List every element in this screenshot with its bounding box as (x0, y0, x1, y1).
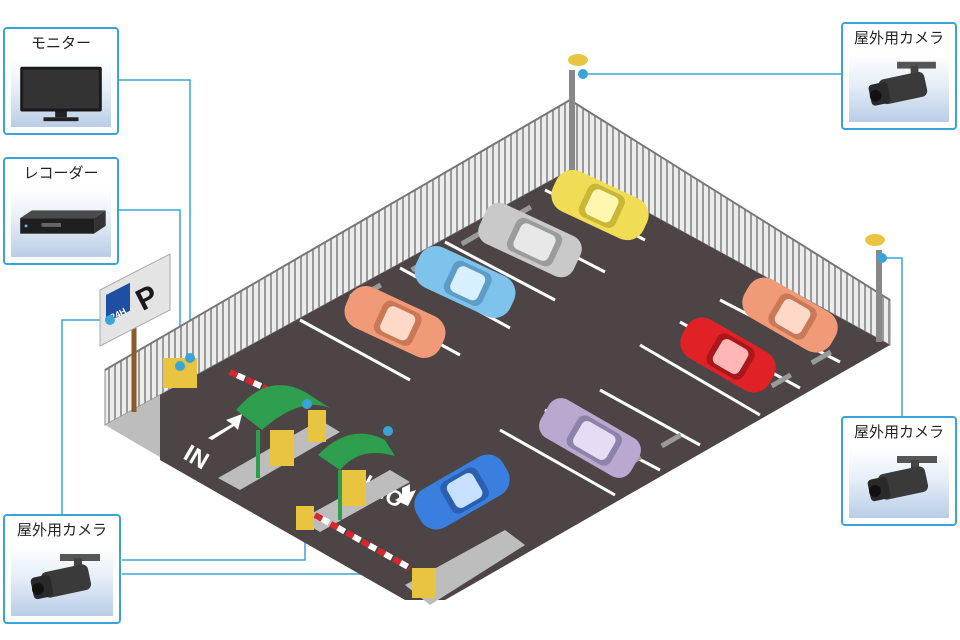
pole-camera-connector-right (882, 257, 903, 416)
car-blue (414, 454, 510, 530)
car-yellow (551, 169, 649, 241)
camera-callout-right: 屋外用カメラ (841, 416, 957, 526)
car-light-blue (414, 246, 516, 318)
car-lavender (539, 398, 641, 478)
light-pole-right (865, 234, 887, 342)
connector-node-exit (383, 426, 393, 436)
arrow-down-icon (395, 484, 416, 506)
connector-node-entry (302, 399, 312, 409)
connector-node-monitor (185, 353, 195, 363)
car-salmon-right (742, 277, 838, 353)
recorder-icon (11, 189, 111, 257)
connector-node-recorder (175, 361, 185, 371)
monitor-callout: モニター (3, 27, 119, 135)
car-salmon-left (344, 286, 446, 358)
bullet-camera-icon (849, 54, 949, 122)
arrow-up-icon (208, 414, 242, 440)
monitor-label: モニター (30, 34, 91, 52)
entry-ticket-machine (270, 430, 294, 466)
monitor-connector (118, 79, 191, 356)
exit-gate (296, 433, 436, 598)
sign-camera-connector (61, 319, 110, 518)
recorder-connector (118, 209, 181, 366)
entry-canopy (236, 385, 330, 430)
entry-gate (218, 369, 340, 490)
recorder-label: レコーダー (23, 164, 99, 182)
camera-label-right: 屋外用カメラ (853, 423, 944, 441)
parked-cars (344, 169, 838, 530)
exit-ticket-machine (340, 470, 366, 506)
parking-sign: 24H P (99, 253, 171, 412)
light-pole-back (568, 54, 588, 170)
exit-canopy (318, 433, 395, 470)
camera-label-bottom-left: 屋外用カメラ (16, 521, 107, 539)
camera-callout-top-right: 屋外用カメラ (841, 22, 957, 130)
car-silver (478, 202, 582, 278)
car-red (680, 317, 776, 393)
monitor-icon (11, 59, 111, 127)
camera-callout-bottom-left: 屋外用カメラ (3, 514, 121, 624)
camera-label-top-right: 屋外用カメラ (853, 29, 944, 47)
bullet-camera-icon (849, 448, 949, 518)
bullet-camera-icon (11, 546, 113, 616)
recorder-callout: レコーダー (3, 157, 119, 265)
